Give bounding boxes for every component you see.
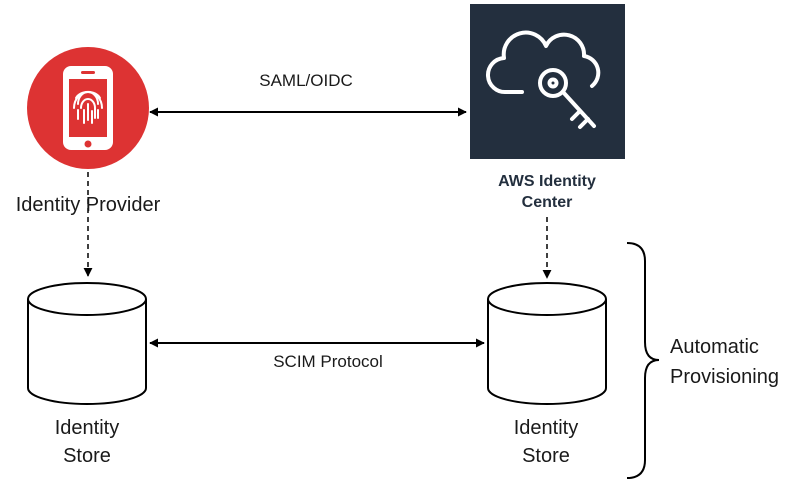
automatic-provisioning-label-line2: Provisioning bbox=[670, 366, 779, 388]
right-identity-store-label-line1: Identity bbox=[513, 417, 579, 439]
identity-provider-label: Identity Provider bbox=[15, 194, 161, 216]
aws-identity-center-label-line1: AWS Identity bbox=[498, 173, 596, 190]
provisioning-curly-brace bbox=[626, 242, 660, 479]
aws-identity-center-icon bbox=[470, 4, 625, 159]
left-identity-store-label-line1: Identity bbox=[54, 417, 120, 439]
saml-oidc-label: SAML/OIDC bbox=[259, 71, 353, 90]
scim-protocol-label: SCIM Protocol bbox=[273, 352, 383, 371]
left-identity-store-cylinder bbox=[27, 282, 147, 405]
identity-provider-icon bbox=[27, 47, 149, 169]
left-identity-store-label-line2: Store bbox=[63, 445, 111, 467]
fingerprint-phone-icon bbox=[63, 66, 113, 150]
right-identity-store-cylinder bbox=[487, 282, 607, 405]
automatic-provisioning-label-line1: Automatic bbox=[670, 336, 759, 358]
cloud-key-icon bbox=[486, 30, 601, 129]
right-identity-store-label-line2: Store bbox=[522, 445, 570, 467]
aws-identity-center-label-line2: Center bbox=[521, 194, 573, 211]
